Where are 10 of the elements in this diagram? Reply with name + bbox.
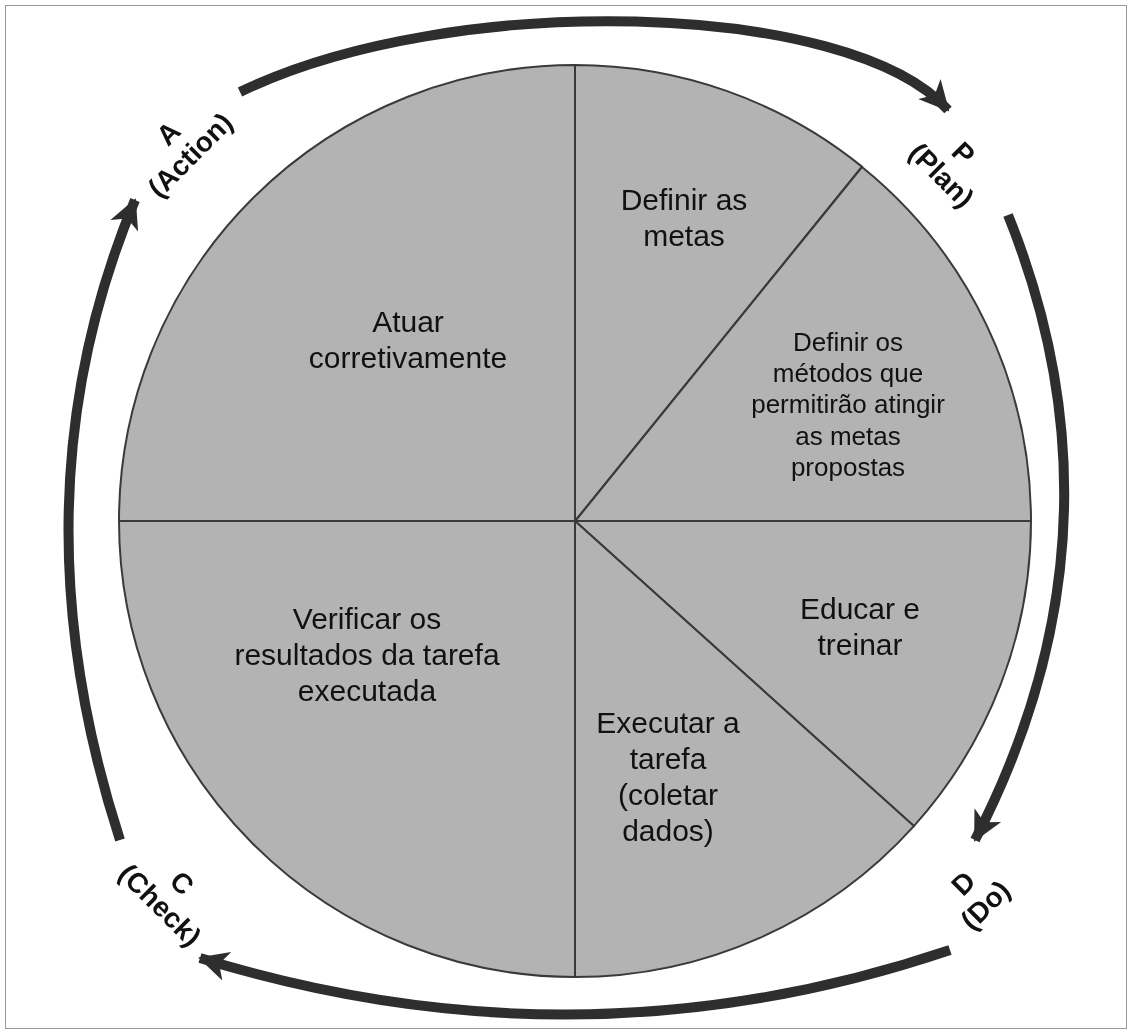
curved-arrow <box>970 213 1069 843</box>
sector-text: Verificar os resultados da tarefa executada <box>233 601 501 709</box>
curved-arrow <box>238 16 952 114</box>
curved-arrow <box>198 945 952 1020</box>
sector-text: Atuar corretivamente <box>307 304 509 376</box>
curved-arrow <box>63 198 140 842</box>
sector-text: Educar e treinar <box>798 591 922 663</box>
sector-text: Definir os métodos que permitirão atingir as metas propostas <box>750 327 946 483</box>
sector-text: Definir as metas <box>619 182 749 254</box>
sector-text: Executar a tarefa (coletar dados) <box>595 705 741 849</box>
